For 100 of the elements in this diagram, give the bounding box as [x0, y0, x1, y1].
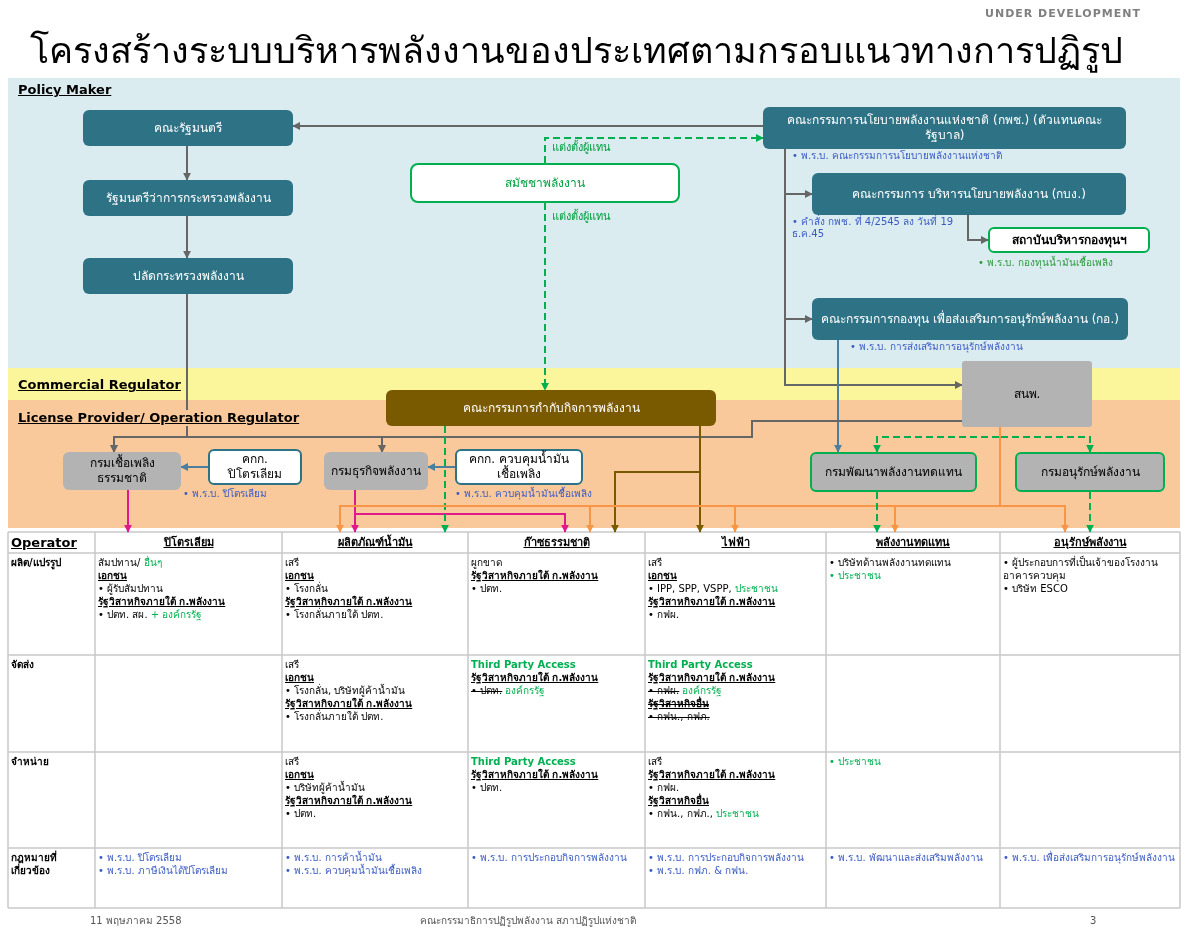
- cell-text: เอกชน: [98, 569, 127, 582]
- cell-text: ประชาชน: [734, 582, 778, 595]
- cell-text: รัฐวิสาหกิจภายใต้ ก.พลังงาน: [648, 595, 776, 608]
- process-box: คณะกรรมการกำกับกิจการพลังงาน: [386, 390, 716, 426]
- cell-text: • กฟผ.: [648, 685, 680, 696]
- arrow: [441, 425, 449, 533]
- process-box: คณะรัฐมนตรี: [83, 110, 293, 146]
- cell-text: • พ.ร.บ. ควบคุมน้ำมันเชื้อเพลิง: [285, 864, 422, 877]
- cell-text: รัฐวิสาหกิจภายใต้ ก.พลังงาน: [285, 794, 413, 807]
- row-header: ผลิต/แปรรูป: [11, 556, 61, 569]
- cell-text: สัมปทาน/: [98, 556, 141, 569]
- arrow: [834, 339, 842, 453]
- column-header: ไฟฟ้า: [645, 532, 826, 553]
- arrow: [967, 214, 989, 244]
- cell-text: • บริษัท ESCO: [1003, 582, 1068, 595]
- process-box: คณะกรรมการกองทุน เพื่อส่งเสริมการอนุรักษ์พลังงาน (กอ.): [812, 298, 1128, 340]
- cell-text: • โรงกลั่น, บริษัทผู้ค้าน้ำมัน: [285, 684, 406, 697]
- process-box: คณะกรรมการนโยบายพลังงานแห่งชาติ (กพช.) (ตัวแทนคณะรัฐบาล): [763, 107, 1126, 149]
- cell-text: • พ.ร.บ. พัฒนาและส่งเสริมพลังงาน: [829, 851, 983, 864]
- cell-text: รัฐวิสาหกิจภายใต้ ก.พลังงาน: [98, 595, 226, 608]
- row-header: จำหน่าย: [11, 755, 49, 768]
- process-box: สถาบันบริหารกองทุนฯ: [988, 227, 1150, 253]
- cell-text: • พ.ร.บ. การประกอบกิจการพลังงาน: [648, 851, 804, 864]
- footer-text: 11 พฤษภาคม 2558: [90, 914, 182, 927]
- row-header: Operator: [11, 535, 77, 551]
- cell-text: เสรี: [285, 755, 299, 768]
- note-text: • พ.ร.บ. คณะกรรมการนโยบายพลังงานแห่งชาติ: [792, 150, 1003, 162]
- note-text: • พ.ร.บ. ปิโตรเลียม: [183, 488, 268, 500]
- column-header: ผลิตภัณฑ์น้ำมัน: [282, 532, 468, 553]
- cell-text: • กฟผ.: [648, 781, 680, 793]
- process-box: กรมธุรกิจพลังงาน: [324, 452, 428, 490]
- cell-text: เสรี: [648, 556, 662, 569]
- cell-text: • ผู้ประกอบการที่เป็นเจ้าของโรงงาน อาคารควบคุม: [1003, 556, 1160, 582]
- cell-text: • กฟผ.: [648, 608, 680, 621]
- band-label: License Provider/ Operation Regulator: [18, 410, 300, 426]
- cell-text: • กฟน., กฟภ.,: [648, 807, 713, 820]
- cell-text: รัฐวิสาหกิจอื่น: [648, 794, 709, 807]
- footer-text: 3: [1090, 914, 1097, 927]
- cell-text: รัฐวิสาหกิจภายใต้ ก.พลังงาน: [471, 768, 599, 781]
- column-header: พลังงานทดแทน: [826, 532, 1000, 553]
- cell-text: • โรงกลั่นภายใต้ ปตท.: [285, 710, 384, 723]
- row-header: กฎหมายที่เกี่ยวข้อง: [11, 851, 58, 877]
- cell-text: รัฐวิสาหกิจภายใต้ ก.พลังงาน: [285, 595, 413, 608]
- cell-text: รัฐวิสาหกิจภายใต้ ก.พลังงาน: [285, 697, 413, 710]
- cell-text: • ผู้รับสัมปทาน: [98, 582, 164, 595]
- cell-text: รัฐวิสาหกิจภายใต้ ก.พลังงาน: [471, 569, 599, 582]
- note-text: • พ.ร.บ. การส่งเสริมการอนุรักษ์พลังงาน: [850, 341, 1024, 353]
- process-box: สมัชชาพลังงาน: [410, 163, 680, 203]
- process-box: สนพ.: [962, 361, 1092, 427]
- process-box: คณะกรรมการ บริหารนโยบายพลังงาน (กบง.): [812, 173, 1126, 215]
- cell-text: รัฐวิสาหกิจอื่น: [648, 697, 709, 710]
- cell-text: เอกชน: [285, 569, 314, 581]
- cell-text: • ประชาชน: [829, 755, 882, 768]
- cell-text: • บริษัทผู้ค้าน้ำมัน: [285, 781, 366, 794]
- cell-text: • ปตท.: [285, 807, 317, 820]
- edge-label: แต่งตั้งผู้แทน: [550, 141, 613, 155]
- note-text: • พ.ร.บ. ควบคุมน้ำมันเชื้อเพลิง: [455, 488, 593, 500]
- cell-text: • IPP, SPP, VSPP,: [648, 582, 732, 595]
- cell-text: • โรงกลั่นภายใต้ ปตท.: [285, 608, 384, 621]
- cell-text: เสรี: [285, 658, 299, 671]
- arrow: [180, 463, 209, 471]
- cell-text: เอกชน: [285, 671, 314, 683]
- arrow: [183, 215, 191, 259]
- cell-text: • พ.ร.บ. ปิโตรเลียม: [98, 851, 182, 864]
- cell-text: • พ.ร.บ. กฟภ. & กฟน.: [648, 864, 749, 877]
- note-text: • พ.ร.บ. กองทุนน้ำมันเชื้อเพลิง: [978, 257, 1114, 269]
- band-label: Policy Maker: [18, 82, 112, 98]
- cell-text: • ปตท. สผ.: [98, 608, 148, 621]
- cell-text: อื่นๆ: [143, 556, 162, 569]
- cell-text: เสรี: [285, 556, 299, 569]
- cell-text: • พ.ร.บ. การประกอบกิจการพลังงาน: [471, 851, 627, 864]
- arrow: [541, 202, 549, 391]
- cell-text: Third Party Access: [648, 658, 753, 671]
- cell-text: ประชาชน: [716, 807, 760, 820]
- arrow: [183, 145, 191, 181]
- cell-text: • พ.ร.บ. การค้าน้ำมัน: [285, 851, 382, 863]
- band-label: Commercial Regulator: [18, 377, 181, 393]
- cell-text: • บริษัทด้านพลังงานทดแทน: [829, 556, 952, 569]
- cell-text: Third Party Access: [471, 755, 576, 768]
- column-header: ก๊าซธรรมชาติ: [468, 532, 645, 553]
- process-box: คกก. ควบคุมน้ำมันเชื้อเพลิง: [455, 449, 583, 485]
- status-text: UNDER DEVELOPMENT: [985, 6, 1141, 22]
- arrow: [124, 489, 132, 533]
- column-header: ปิโตรเลียม: [95, 532, 282, 553]
- cell-text: เสรี: [648, 755, 662, 768]
- edge-label: แต่งตั้งผู้แทน: [550, 210, 613, 224]
- arrow: [292, 122, 764, 130]
- arrow: [1086, 491, 1094, 533]
- arrow: [873, 491, 881, 533]
- cell-text: • ปตท.: [471, 685, 503, 697]
- process-box: คกก. ปิโตรเลียม: [208, 449, 302, 485]
- title: โครงสร้างระบบบริหารพลังงานของประเทศตามกรอบแนวทางการปฏิรูป: [30, 29, 1124, 75]
- process-box: รัฐมนตรีว่าการกระทรวงพลังงาน: [83, 180, 293, 216]
- cell-text: • พ.ร.บ. เพื่อส่งเสริมการอนุรักษ์พลังงาน: [1003, 851, 1175, 864]
- cell-text: • ปตท.: [471, 582, 503, 595]
- cell-text: องค์กรรัฐ: [682, 685, 723, 697]
- cell-text: รัฐวิสาหกิจภายใต้ ก.พลังงาน: [648, 671, 776, 684]
- cell-text: • ประชาชน: [829, 569, 882, 582]
- process-box: กรมเชื้อเพลิงธรรมชาติ: [63, 452, 181, 490]
- cell-text: • โรงกลั่น: [285, 582, 329, 595]
